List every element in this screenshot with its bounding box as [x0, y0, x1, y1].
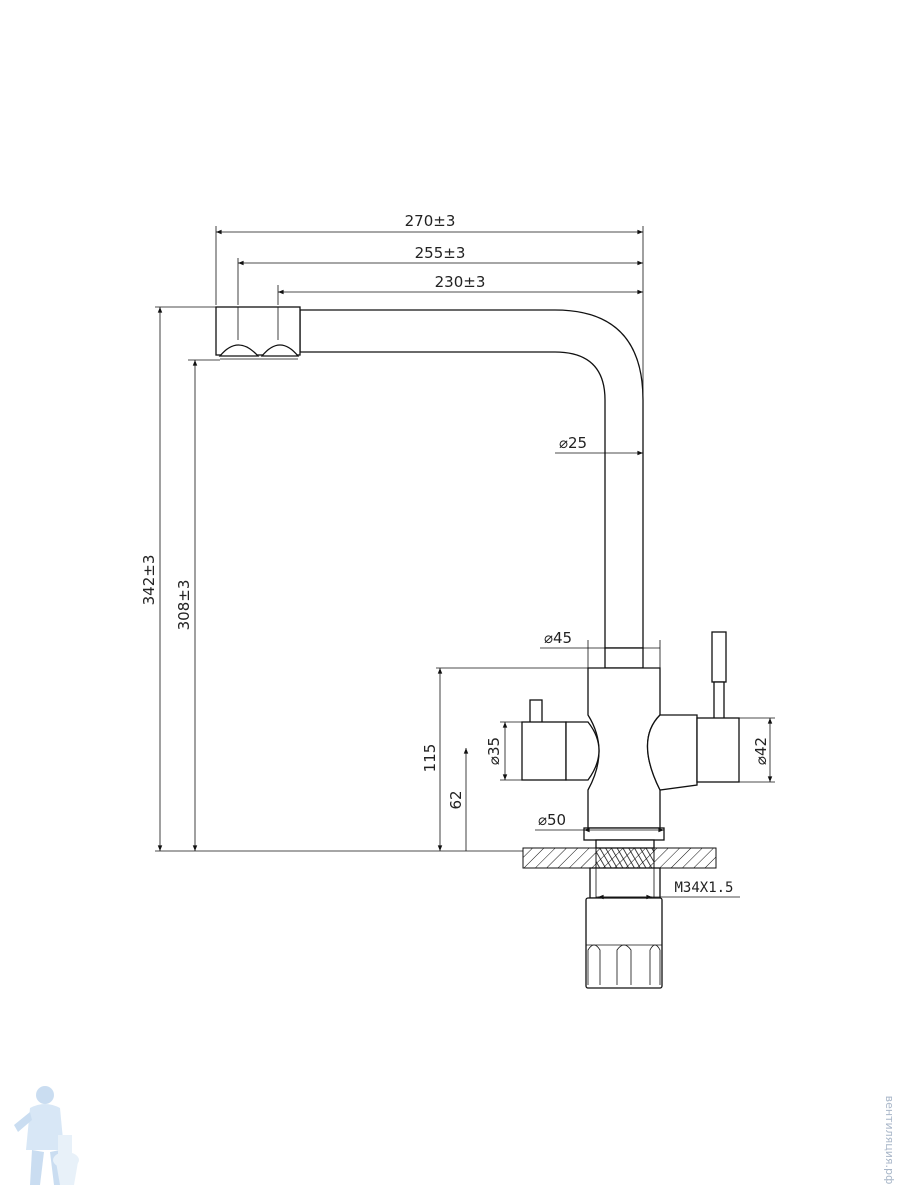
dim-label-308: 308±3 — [175, 580, 193, 631]
watermark-text: вентиляция.рф — [883, 1096, 896, 1185]
dimension-lines — [155, 226, 775, 900]
dim-label-342: 342±3 — [140, 555, 158, 606]
base-flange — [583, 827, 665, 849]
dim-label-115: 115 — [421, 744, 439, 773]
dim-label-230: 230±3 — [435, 273, 486, 291]
dim-label-thread: M34X1.5 — [674, 880, 733, 896]
left-filter-handle — [521, 699, 600, 781]
dim-label-diam-50: ⌀50 — [538, 811, 566, 829]
aerator-head — [215, 306, 301, 360]
mounting-shank — [585, 867, 663, 989]
dim-label-diam-45: ⌀45 — [544, 629, 572, 647]
dim-label-255: 255±3 — [415, 244, 466, 262]
right-mixer-handle — [646, 631, 740, 791]
countertop-section — [522, 847, 717, 869]
dim-label-diam-42: ⌀42 — [752, 737, 770, 765]
spout — [299, 309, 644, 649]
dim-label-diam-25: ⌀25 — [559, 434, 587, 452]
plumber-mascot-icon — [14, 1086, 79, 1185]
dim-label-270: 270±3 — [405, 212, 456, 230]
dim-label-62: 62 — [447, 790, 465, 809]
dim-label-diam-35: ⌀35 — [485, 737, 503, 765]
